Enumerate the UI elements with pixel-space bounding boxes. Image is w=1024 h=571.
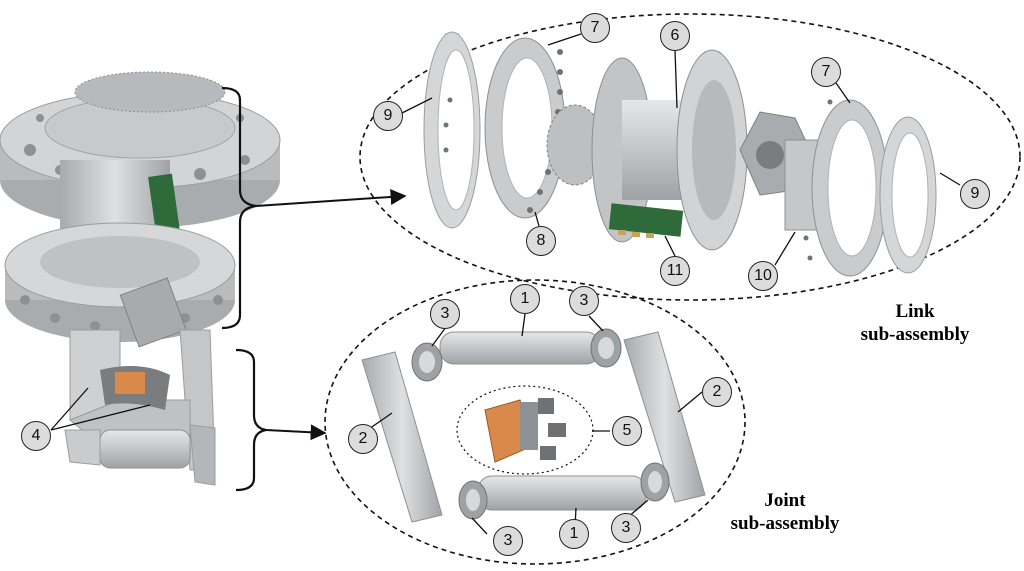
callout-3-top-left: 3 (430, 299, 460, 329)
joint-arrow (265, 424, 327, 441)
joint-subassembly-boundary (324, 279, 746, 565)
joint-subassembly-label: Joint sub-assembly (700, 489, 870, 535)
link-subassembly-boundary (359, 13, 1021, 301)
link-label-line1: Link (895, 301, 935, 322)
callout-3-bottom-left: 3 (493, 526, 523, 556)
callout-10: 10 (748, 261, 778, 291)
callout-3-bottom-right: 3 (611, 513, 641, 543)
callout-3-top-right: 3 (569, 286, 599, 316)
callout-9-left: 9 (373, 101, 403, 131)
callout-8: 8 (526, 226, 556, 256)
callout-1-bottom: 1 (559, 519, 589, 549)
callout-2-right: 2 (702, 377, 732, 407)
joint-brace (235, 348, 267, 492)
link-leader-lines (397, 33, 961, 266)
callout-2-left: 2 (348, 424, 378, 454)
link-arrow (255, 188, 407, 207)
callout-1-top: 1 (510, 284, 540, 314)
link-subassembly-label: Link sub-assembly (830, 300, 1000, 346)
joint-label-line2: sub-assembly (730, 513, 840, 534)
callout-9-right: 9 (960, 179, 990, 209)
link-exploded-parts (423, 31, 937, 277)
joint-leader-lines (50, 313, 703, 535)
joint-exploded-parts (361, 328, 706, 523)
callout-11: 11 (660, 256, 690, 286)
assembled-module (0, 71, 281, 486)
callout-7-left: 7 (580, 13, 610, 43)
electronics-subgroup-boundary (456, 385, 594, 475)
callout-5: 5 (612, 416, 642, 446)
callout-6: 6 (660, 21, 690, 51)
callout-7-right: 7 (811, 57, 841, 87)
link-label-line2: sub-assembly (860, 324, 970, 345)
joint-label-line1: Joint (764, 490, 806, 511)
callout-4: 4 (21, 421, 51, 451)
